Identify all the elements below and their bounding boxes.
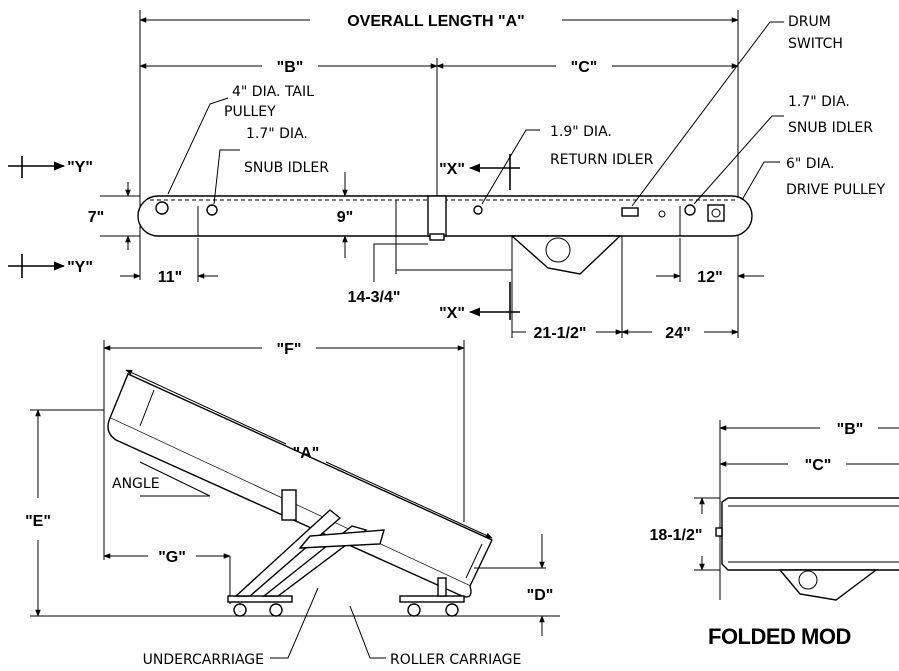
dim-11-label: 11": [158, 269, 183, 286]
dim-c-label: "C": [571, 59, 598, 76]
snub-idler-right-label-1: 1.7" DIA.: [788, 94, 850, 110]
dim-12-label: 12": [697, 269, 722, 286]
angle-view: "F" "E" "A" ANGLE "G" "D": [25, 340, 560, 668]
roller-carriage-label: ROLLER CARRIAGE: [390, 652, 521, 668]
drive-pulley-label-2: DRIVE PULLEY: [786, 182, 886, 198]
dim-g-label: "G": [158, 549, 186, 566]
top-view: OVERALL LENGTH "A" "B" "C": [8, 10, 886, 342]
roller-carriage-frame: [399, 595, 465, 603]
leader-14: [373, 243, 428, 282]
folded-bed: [721, 497, 899, 571]
leader-snub-right: [693, 115, 784, 205]
angle-label: ANGLE: [112, 476, 160, 492]
snub-idler-left-label-2: SNUB IDLER: [244, 160, 329, 176]
section-x-top-label: "X": [439, 161, 465, 178]
dim-b-label: "B": [277, 59, 304, 76]
leader-roller-carriage: [349, 605, 386, 659]
drive-pulley-hub: [711, 208, 721, 218]
hinge-foot: [429, 233, 445, 241]
roller-carriage-post: [437, 577, 447, 597]
tail-pulley-label-1: 4" DIA. TAIL: [232, 84, 314, 100]
return-idler-label-2: RETURN IDLER: [550, 152, 654, 168]
bed-section-line: [139, 389, 155, 427]
dim-a-upper: [125, 369, 287, 445]
undercarriage-label: UNDERCARRIAGE: [143, 652, 264, 668]
dim-24-label: 24": [665, 325, 690, 342]
dim-7-label: 7": [88, 209, 104, 226]
dim-d-label: "D": [527, 587, 554, 604]
snub-idler-left-label-1: 1.7" DIA.: [246, 126, 308, 142]
caster-4-icon: [445, 603, 459, 617]
dim-a-label: "A": [293, 445, 320, 462]
folded-dim-c-label: "C": [805, 457, 832, 474]
leader-tail-pulley: [167, 97, 229, 195]
dim-21-label: 21-1/2": [534, 325, 587, 342]
return-idler-label-1: 1.9" DIA.: [550, 124, 612, 140]
drum-switch-label-2: SWITCH: [788, 36, 843, 52]
drive-housing: [510, 235, 622, 275]
section-x-bottom-label: "X": [439, 305, 465, 322]
bolt-icon: [658, 210, 666, 218]
dim-f-label: "F": [277, 341, 302, 358]
dim-e-label: "E": [25, 513, 51, 530]
caster-3-icon: [407, 603, 421, 617]
angle-hypotenuse: [139, 461, 211, 497]
undercarriage-brace: [298, 529, 385, 549]
folded-title: FOLDED MOD: [708, 624, 851, 649]
drive-pulley-icon: [707, 204, 725, 222]
tail-pulley-icon: [155, 201, 169, 215]
center-hinge: [427, 195, 447, 237]
dim-14-label: 14-3/4": [348, 289, 401, 306]
lift-cylinder: [281, 489, 297, 521]
drum-switch-icon: [621, 207, 639, 217]
drive-pulley-label-1: 6" DIA.: [786, 156, 835, 172]
folded-drive-housing: [778, 569, 879, 601]
tail-pulley-label-2: PULLEY: [224, 104, 276, 120]
folded-latch: [715, 527, 723, 537]
section-y-bottom-label: "Y": [67, 259, 93, 276]
snub-idler-right-label-2: SNUB IDLER: [788, 120, 873, 136]
dim-9-label: 9": [337, 209, 353, 226]
leader-drum-switch: [631, 21, 784, 207]
folded-dim-b-label: "B": [837, 421, 864, 438]
return-idler-icon: [473, 205, 483, 215]
section-y-top-label: "Y": [67, 159, 93, 176]
folded-view: "B" "C" 18-1/2" FOLDED MOD: [650, 420, 899, 649]
overall-length-label: OVERALL LENGTH "A": [347, 13, 525, 30]
leader-return-idler: [481, 129, 540, 205]
undercarriage-frame: [227, 595, 293, 603]
drive-motor: [545, 237, 571, 263]
snub-idler-right-icon: [684, 204, 696, 216]
bed-section-line-2: [465, 543, 483, 579]
snub-idler-left-icon: [206, 204, 218, 216]
caster-1-icon: [233, 603, 247, 617]
undercarriage-arm: [234, 509, 342, 597]
leader-undercarriage: [270, 587, 319, 659]
leader-snub-left: [213, 149, 240, 205]
folded-dim-18-label: 18-1/2": [650, 527, 703, 544]
folded-drive-motor: [798, 570, 818, 590]
drum-switch-label-1: DRUM: [788, 14, 831, 30]
dim-a-lower: [325, 461, 493, 539]
caster-2-icon: [269, 603, 283, 617]
leader-drive-pulley: [741, 161, 780, 201]
